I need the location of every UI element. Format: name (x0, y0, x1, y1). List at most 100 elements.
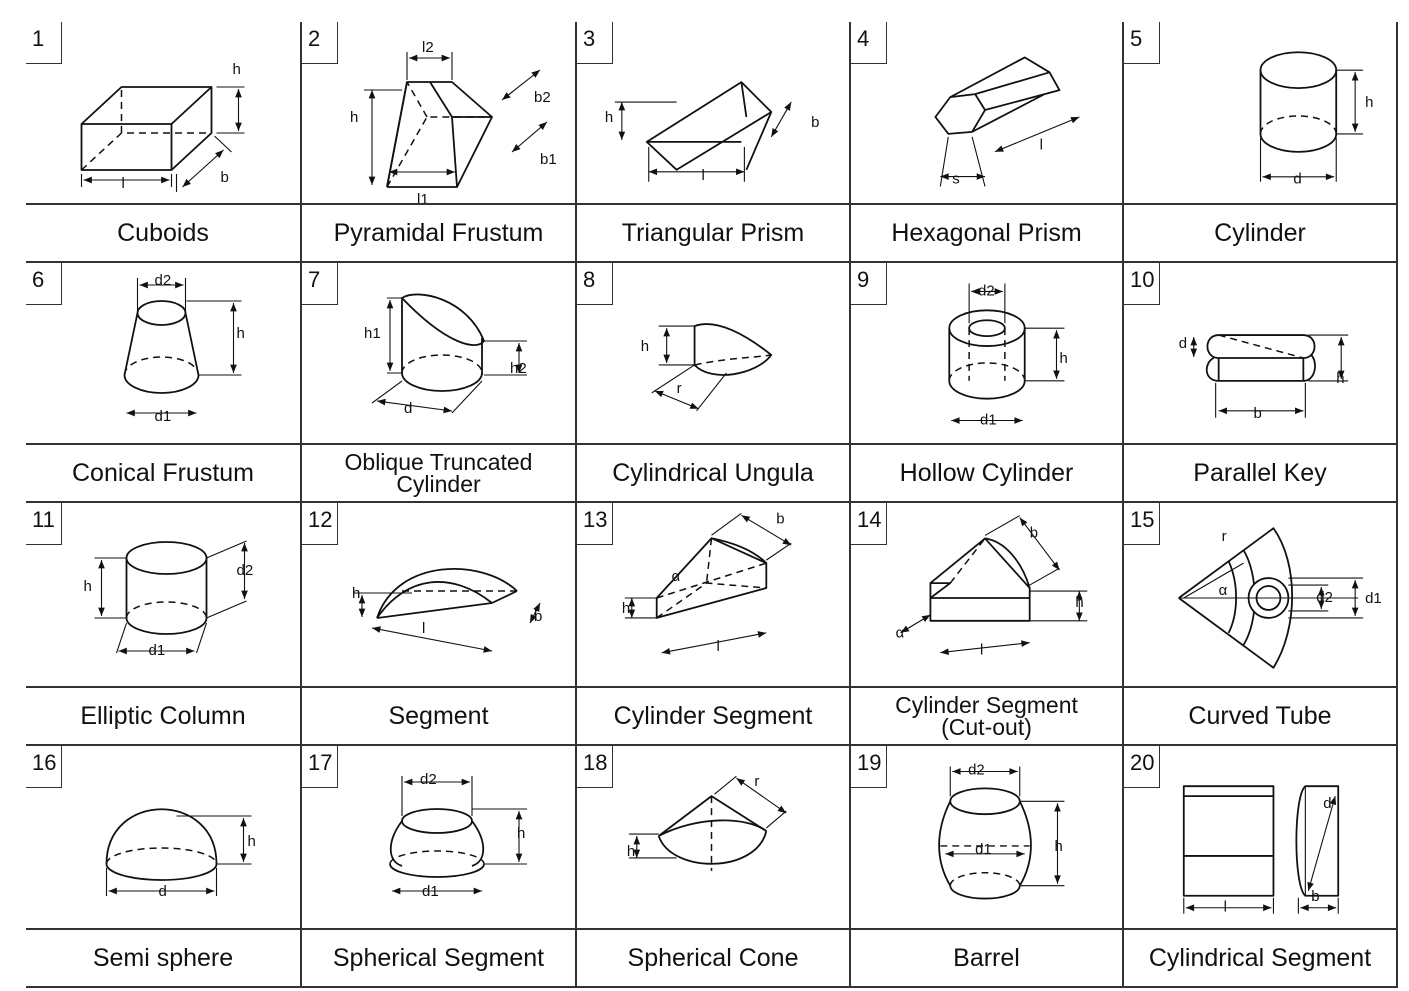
shape-figure: ls (934, 56, 1080, 187)
shape-number: 20 (1124, 746, 1160, 788)
dim-label: d2 (1316, 589, 1333, 606)
shape-figure: hlb (605, 81, 819, 184)
shape-name: Semi sphere (92, 944, 234, 972)
shape-number: 4 (851, 22, 887, 64)
shape-number: 14 (851, 503, 887, 545)
caption-divider (577, 203, 849, 205)
shape-name: Barrel (953, 944, 1020, 972)
dim-label: l1 (417, 191, 429, 205)
caption-divider (26, 443, 300, 445)
caption-divider (851, 928, 1122, 930)
dim-label: α (1219, 582, 1228, 599)
shape-name: Conical Frustum (72, 459, 254, 487)
shape-number: 3 (577, 22, 613, 64)
shape-figure: d2 h d1 (948, 283, 1068, 428)
shape-name: Cuboids (117, 219, 209, 247)
shape-number: 1 (26, 22, 62, 64)
caption-divider (1124, 443, 1396, 445)
dim-label: b (534, 608, 542, 625)
dim-label: l2 (422, 39, 434, 56)
dim-label: l (980, 643, 983, 659)
shape-name: Spherical Cone (627, 944, 799, 972)
shape-figure: hd (105, 808, 256, 900)
shape-number: 6 (26, 263, 62, 305)
caption-divider (302, 686, 575, 688)
dim-label: s (952, 171, 959, 187)
dim-label: h (1365, 94, 1373, 111)
shape-number: 5 (1124, 22, 1160, 64)
dim-label: l (702, 167, 705, 184)
dim-label: b (1030, 525, 1038, 541)
dim-label: d1 (1365, 590, 1382, 607)
caption-divider (26, 203, 300, 205)
shape-number: 11 (26, 503, 62, 545)
dim-label: d1 (149, 642, 166, 659)
dim-label: d2 (978, 283, 995, 299)
shape-name: Segment (388, 702, 489, 730)
shape-name: Spherical Segment (332, 944, 545, 972)
dim-label: h (84, 578, 92, 595)
dim-label: b (811, 114, 819, 131)
shape-figure: hbl (80, 61, 245, 192)
caption-divider (577, 686, 849, 688)
shape-number: 12 (302, 503, 338, 545)
dim-label: d1 (422, 883, 439, 900)
dim-label: h (1075, 595, 1083, 611)
shape-name: Cylindrical Segment (1148, 944, 1372, 972)
shape-name: Hexagonal Prism (891, 219, 1082, 247)
dim-label: l (716, 638, 719, 655)
dim-label: h1 (364, 325, 381, 342)
dim-label: h (1055, 839, 1063, 855)
shape-name: Parallel Key (1193, 459, 1327, 487)
shape-number: 2 (302, 22, 338, 64)
shape-number: 18 (577, 746, 613, 788)
shape-figure: hd (1259, 51, 1373, 188)
dim-label: d1 (975, 842, 992, 858)
caption-divider (1124, 686, 1396, 688)
shape-figure: hlb (352, 568, 542, 653)
dim-label: d (159, 883, 167, 900)
dim-label: h (622, 600, 630, 617)
caption-divider (26, 928, 300, 930)
shape-name: Cylinder (1214, 219, 1306, 247)
shape-figure: hr (641, 323, 773, 412)
caption-divider (302, 928, 575, 930)
dim-label: b (221, 169, 229, 186)
dim-label: d (1323, 795, 1331, 812)
dim-label: l (1224, 899, 1227, 916)
dim-label: d1 (980, 412, 997, 428)
shape-number: 16 (26, 746, 62, 788)
shape-name: Cylinder Segment(Cut-out) (895, 692, 1078, 740)
dim-label: d (1179, 335, 1187, 352)
dim-label: d2 (968, 762, 985, 778)
dim-label: d2 (155, 272, 172, 289)
shape-figure: dhb (1179, 334, 1349, 422)
caption-divider (851, 443, 1122, 445)
dim-label: h (233, 61, 241, 78)
caption-divider (1124, 928, 1396, 930)
dim-label: h (1059, 351, 1067, 367)
dim-label: r (677, 380, 682, 397)
dim-label: b (1311, 888, 1319, 905)
caption-divider (851, 203, 1122, 205)
